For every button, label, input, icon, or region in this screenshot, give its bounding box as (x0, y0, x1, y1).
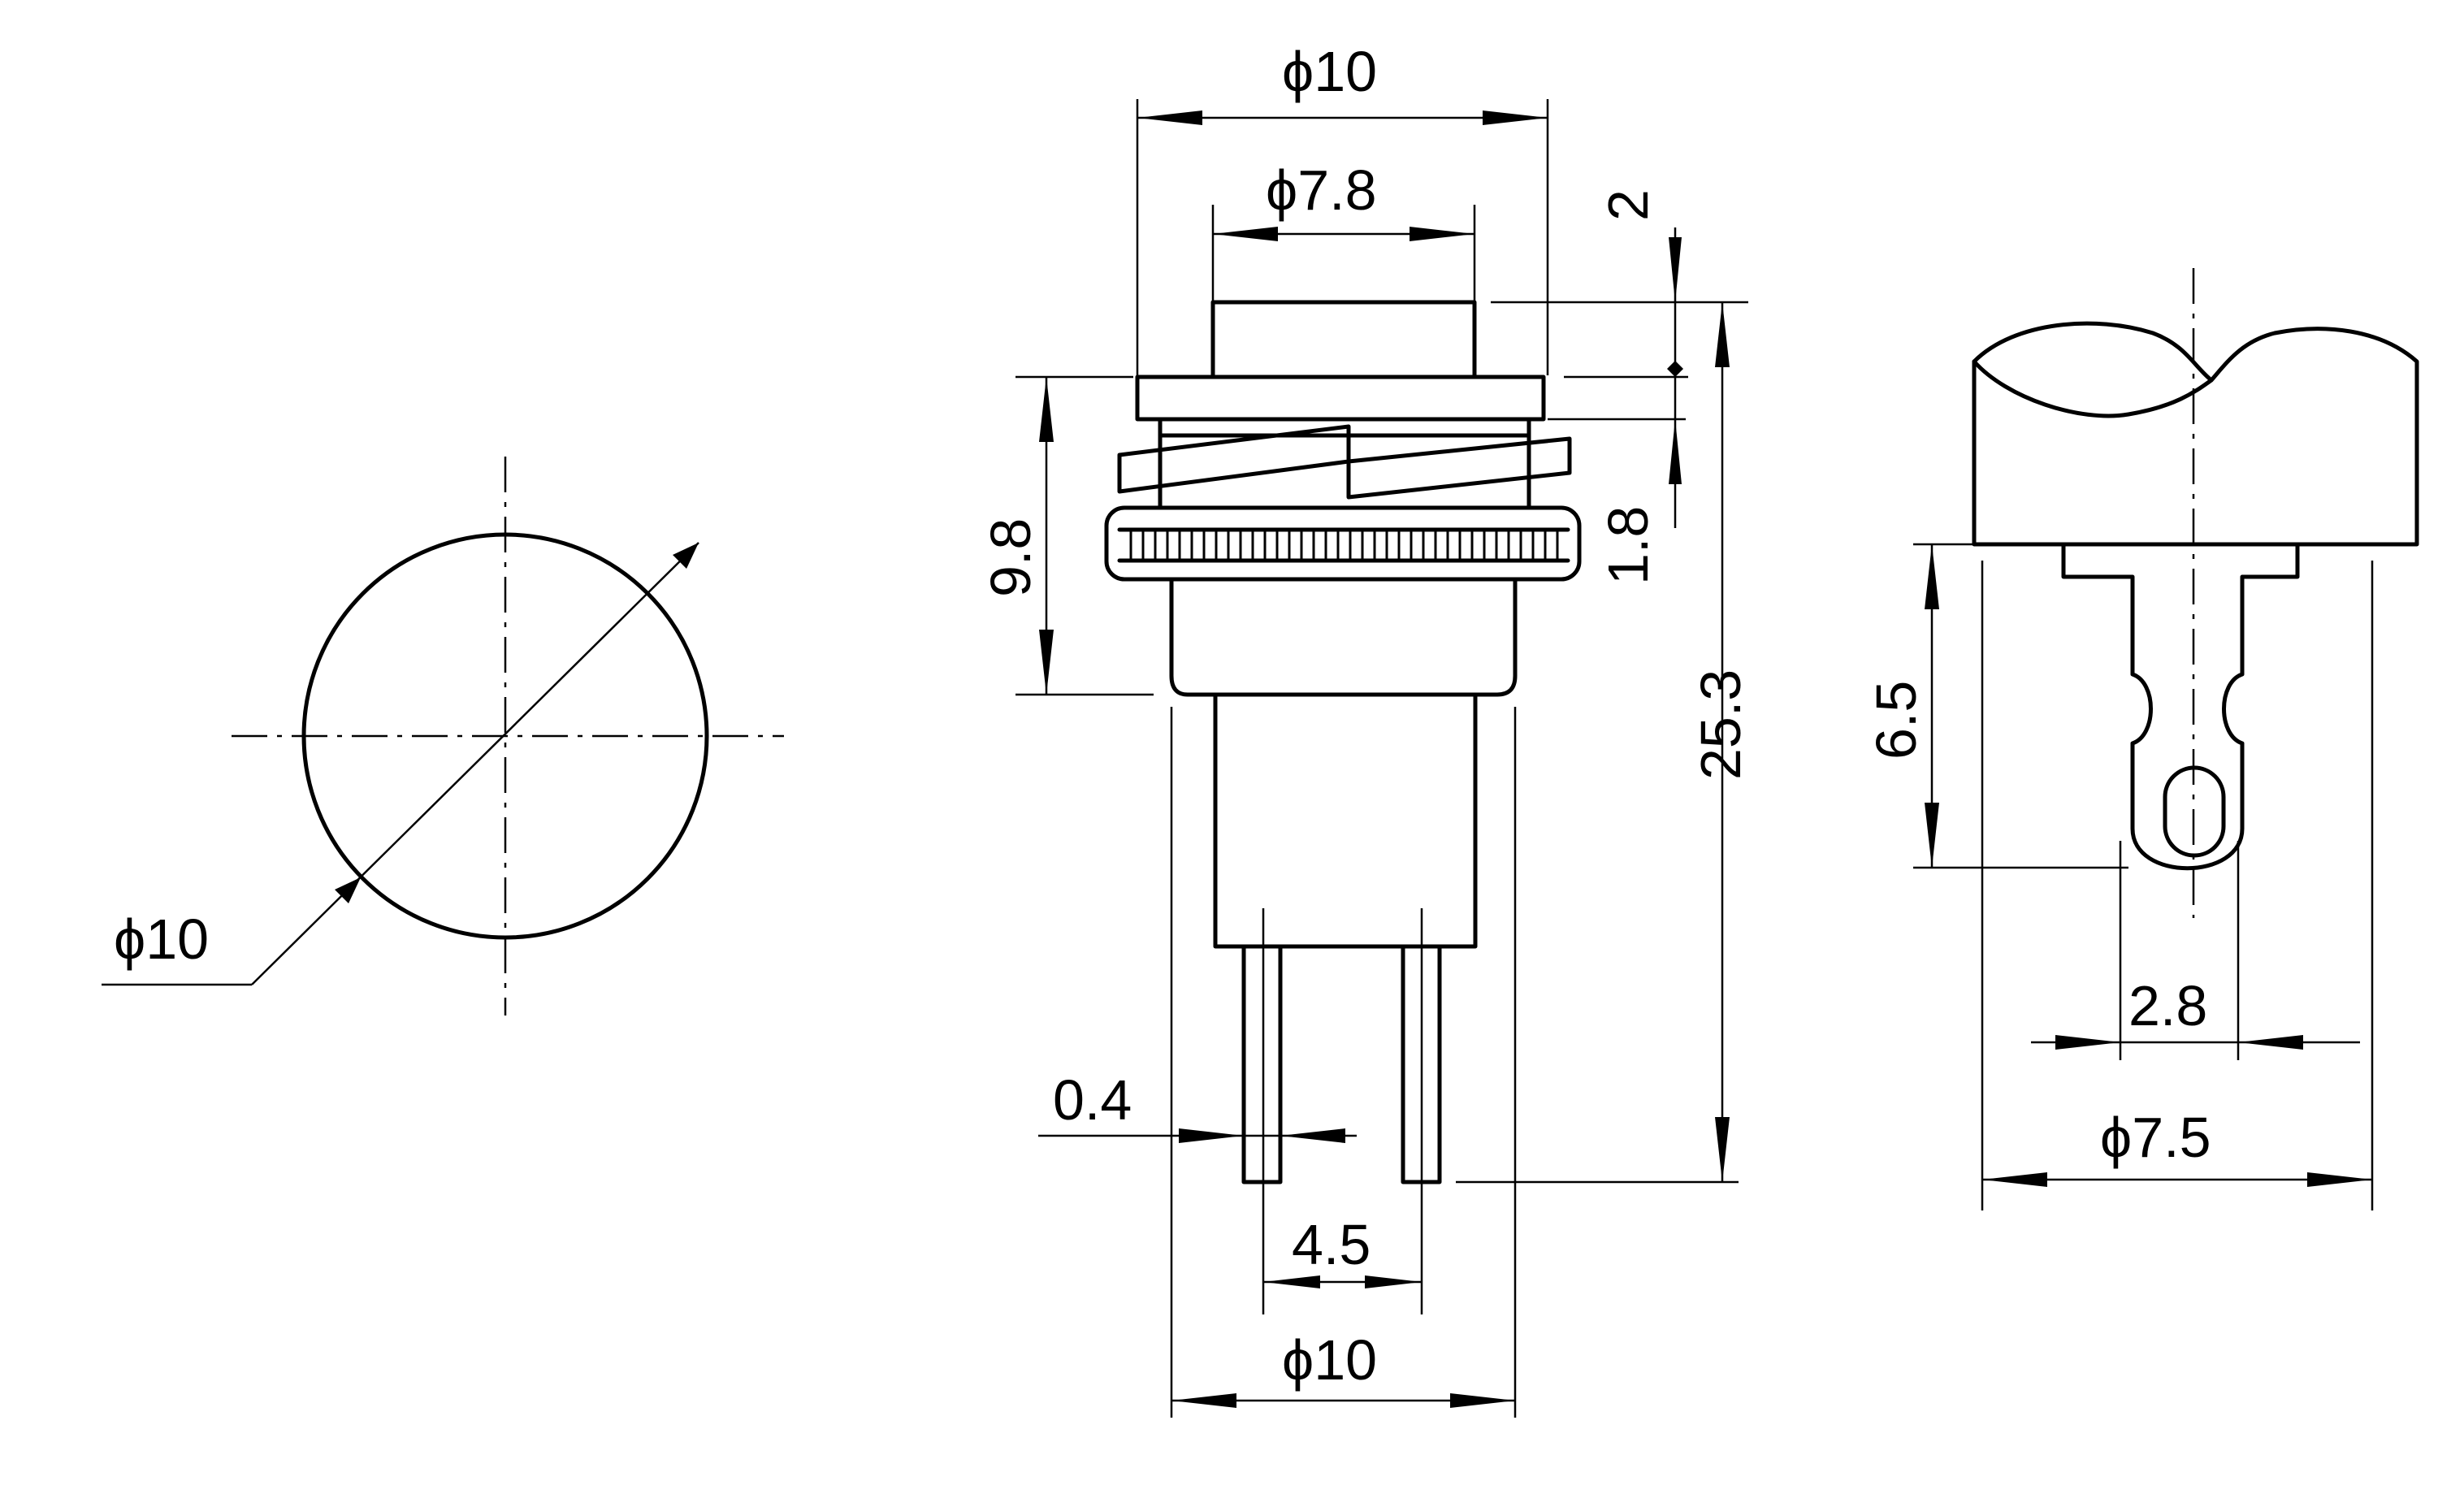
body-dim-arrow-left (1171, 1393, 1236, 1408)
nut-dim-arrow (1669, 419, 1682, 484)
nut-thickness-label: 1.8 (1596, 506, 1660, 585)
terminal-width-arrow-left (2055, 1035, 2120, 1050)
terminal-tab (2061, 542, 2300, 871)
cap-inner-curve (1972, 359, 2214, 418)
terminal-length-arrow-bottom (1925, 803, 1939, 868)
pin-spacing-label: 4.5 (1292, 1213, 1371, 1276)
pin-thickness-label: 0.4 (1053, 1068, 1132, 1132)
total-arrow-bottom (1715, 1117, 1730, 1182)
lock-washer-right (1346, 436, 1572, 500)
button-outline-circle (301, 532, 709, 940)
total-arrow-top (1715, 302, 1730, 367)
button-travel-label: 2 (1596, 189, 1660, 221)
button-dim-arrow-left (1213, 227, 1278, 241)
housing-diameter-label: ϕ7.5 (2100, 1106, 2211, 1169)
pin-spacing-arrow-right (1365, 1275, 1422, 1288)
side-view: ϕ10 ϕ7.8 2 1.8 25.3 9.8 (979, 40, 1752, 1418)
terminal-width-arrow-right (2238, 1035, 2303, 1050)
switch-housing (1169, 577, 1518, 697)
body-dim-arrow-right (1450, 1393, 1515, 1408)
body-diameter-label: ϕ10 (1282, 1328, 1377, 1392)
height-arrow-bottom (1039, 630, 1054, 695)
diameter-arrow-lower (335, 877, 361, 903)
travel-arrow-top (1669, 237, 1682, 302)
thread-sleeve (1158, 417, 1531, 438)
mounting-flange (1135, 375, 1546, 422)
terminal-slot (2163, 765, 2226, 858)
pin-thickness-arrow-left (1179, 1128, 1244, 1143)
button-dim-arrow-right (1410, 227, 1475, 241)
overall-height-label: 9.8 (979, 518, 1042, 597)
travel-arrow-bottom (1667, 361, 1683, 377)
pin-spacing-arrow-left (1263, 1275, 1320, 1288)
button-diameter-label: ϕ7.8 (1266, 158, 1377, 222)
push-button-cap (1210, 300, 1477, 379)
housing-dim-arrow-right (2307, 1172, 2372, 1187)
knurled-nut (1104, 505, 1582, 582)
diameter-leader-line (251, 542, 699, 985)
knurl-ticks (1129, 530, 1559, 561)
button-cap-profile (1972, 321, 2419, 547)
cap-dim-arrow-left (1137, 110, 1202, 125)
terminal-width-label: 2.8 (2128, 974, 2207, 1037)
pin-thickness-arrow-right (1280, 1128, 1345, 1143)
terminal-length-arrow-top (1925, 544, 1939, 609)
front-view: ϕ10 (102, 457, 784, 1015)
terminal-view: 6.5 2.8 ϕ7.5 (1864, 268, 2419, 1210)
cap-diameter-label: ϕ10 (1282, 40, 1377, 103)
terminal-length-label: 6.5 (1864, 681, 1928, 760)
cap-dim-arrow-right (1483, 110, 1548, 125)
height-arrow-top (1039, 377, 1054, 442)
total-length-label: 25.3 (1689, 669, 1752, 780)
terminal-pin-left (1241, 944, 1283, 1184)
diameter-arrow-upper (673, 543, 699, 569)
front-diameter-label: ϕ10 (114, 907, 209, 971)
housing-dim-arrow-left (1982, 1172, 2047, 1187)
switch-base (1213, 692, 1478, 949)
